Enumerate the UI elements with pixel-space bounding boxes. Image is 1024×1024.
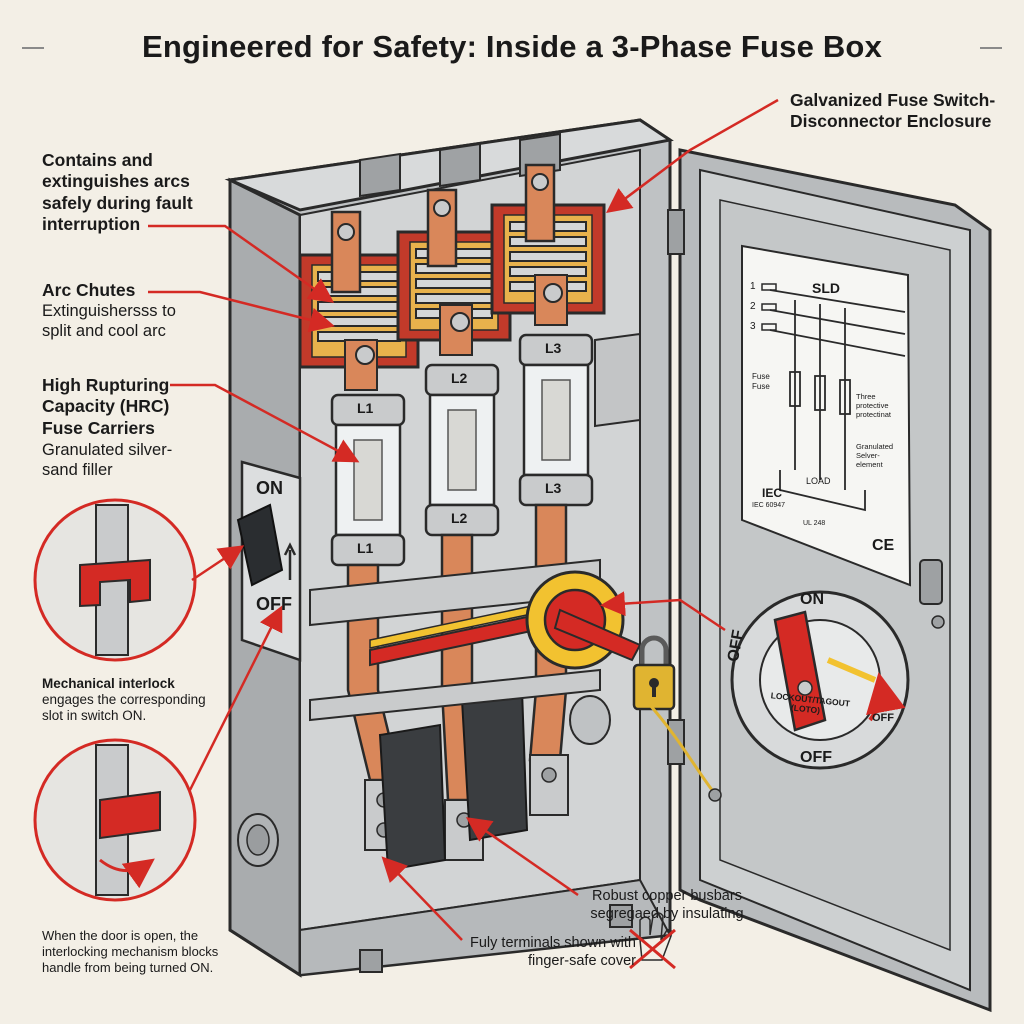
fuse-label-l1-top: L1 [357, 400, 374, 416]
callout-arc-chutes-desc: Extinguishersss to split and cool arc [42, 302, 176, 341]
leader-arrows [148, 98, 779, 941]
callout-enclosure: Galvanized Fuse Switch-Disconnector Encl… [790, 90, 996, 132]
callout-interlock-title: Mechanical interlock [42, 676, 175, 691]
sld-element-label: Granulated Selver- element [856, 442, 894, 470]
callout-arc-chutes-title: Arc Chutes [42, 280, 136, 300]
callout-hrc-desc: Granulated silver-sand filler [42, 441, 173, 480]
door-handle-off-right-label: OFF [872, 712, 894, 724]
title-rule-right [980, 47, 1002, 49]
sld-line-1: 1 [750, 281, 756, 292]
sld-line-3: 3 [750, 321, 756, 332]
insulating-barriers [378, 688, 529, 872]
sld-protective-label: Three protective protectinat [856, 392, 892, 420]
sld-load-label: LOAD [806, 476, 831, 486]
door-rotary-handle [730, 590, 910, 770]
sld-title: SLD [812, 280, 840, 296]
callout-arc-function: Contains and extinguishes arcs safely du… [42, 150, 193, 235]
sld-line-2: 2 [750, 301, 756, 312]
fuse-label-l2-top: L2 [451, 370, 468, 386]
callout-door-open-note: When the door is open, the interlocking … [42, 928, 219, 975]
sld-fuse-label: Fuse Fuse [752, 372, 770, 391]
callout-hrc-title: High Rupturing Capacity (HRC) Fuse Carri… [42, 375, 170, 438]
sld-cert-ul: UL 248 [803, 520, 826, 527]
fuse-carriers [330, 274, 594, 567]
callout-terminals: Fuly terminals shown with finger-safe co… [470, 935, 636, 969]
side-switch [236, 460, 302, 662]
side-switch-on-label: ON [256, 478, 283, 498]
sld-cert-ce: CE [872, 537, 895, 554]
side-switch-off-label: OFF [256, 594, 292, 614]
callout-interlock-desc: engages the corresponding slot in switch… [42, 692, 206, 724]
door-handle-on-label: ON [800, 591, 824, 608]
callout-busbars: Robust copper busbars segregaed by insul… [590, 888, 744, 922]
door-handle-off-bottom-label: OFF [800, 749, 832, 766]
page-title: Engineered for Safety: Inside a 3-Phase … [141, 29, 883, 64]
operating-mechanism [309, 558, 642, 722]
fuse-label-l3-bottom: L3 [545, 480, 562, 496]
sld-label-sheet [741, 244, 912, 587]
fuse-label-l1-bottom: L1 [357, 540, 374, 556]
fuse-label-l3-top: L3 [545, 340, 562, 356]
sld-cert-iec-no: IEC 60947 [752, 502, 786, 509]
title-rule-left [22, 47, 44, 49]
no-hand-icon [629, 912, 676, 970]
fuse-label-l2-bottom: L2 [451, 510, 468, 526]
interlock-inset-bottom [33, 738, 197, 902]
sld-cert-iec: IEC [762, 486, 783, 500]
interlock-inset-top [33, 498, 197, 662]
